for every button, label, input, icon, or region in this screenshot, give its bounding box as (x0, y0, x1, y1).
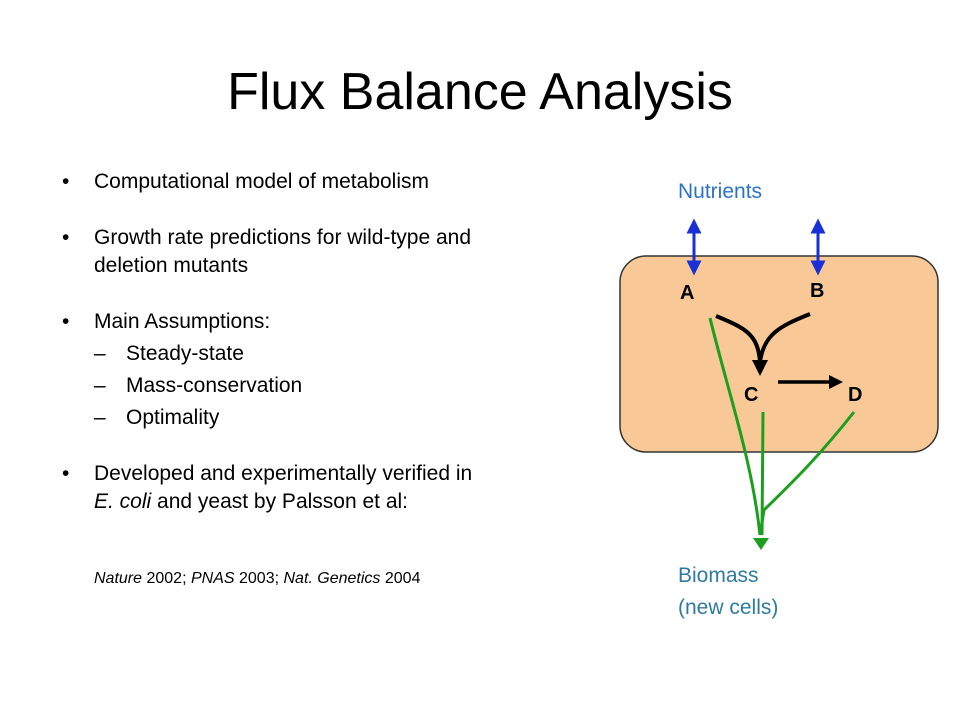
bullet-text: Developed and experimentally verified in (94, 462, 473, 485)
node-d: D (848, 384, 863, 406)
organism-italic: E. coli (94, 490, 152, 513)
cell-body (619, 255, 939, 453)
sub-item-text: Mass-conservation (126, 374, 303, 397)
biomass-label-line2: (new cells) (678, 596, 779, 619)
node-c: C (744, 384, 759, 406)
sub-item: – Steady-state (60, 340, 580, 368)
bullet-text: Computational model of metabolism (94, 170, 429, 193)
bullet-text: Main Assumptions: (94, 310, 271, 333)
journal-nature: Nature (94, 570, 143, 587)
reference-line: Nature 2002; PNAS 2003; Nat. Genetics 20… (94, 568, 420, 590)
reaction-b-branch (758, 312, 811, 363)
bullet-item: • Growth rate predictions for wild-type … (60, 224, 580, 280)
bullet-dot: • (62, 226, 70, 249)
bullet-dot: • (62, 170, 70, 193)
reaction-ab-to-c (715, 314, 762, 363)
nutrients-label: Nutrients (678, 180, 763, 203)
biomass-line-a (708, 317, 762, 536)
sub-item: – Mass-conservation (60, 372, 580, 400)
year-2002: 2002; (142, 570, 191, 587)
dash-glyph: – (94, 374, 106, 397)
year-2004: 2004 (380, 570, 421, 587)
bullet-text: Growth rate predictions for wild-type an… (94, 226, 472, 249)
biomass-label: Biomass (new cells) (678, 560, 778, 624)
sub-item-text: Steady-state (126, 342, 244, 365)
bullet-item: • Main Assumptions: (60, 308, 580, 336)
sub-item: – Optimality (60, 404, 580, 432)
biomass-arrowhead (753, 538, 769, 550)
bullet-dot: • (62, 462, 70, 485)
dash-glyph: – (94, 342, 106, 365)
node-a: A (680, 282, 695, 304)
bullet-item: • Developed and experimentally verified … (60, 460, 580, 516)
year-2003: 2003; (234, 570, 284, 587)
dash-glyph: – (94, 406, 106, 429)
biomass-label-line1: Biomass (678, 564, 759, 587)
bullet-item: • Computational model of metabolism (60, 168, 580, 196)
metabolism-diagram (619, 218, 939, 550)
journal-nat-genetics: Nat. Genetics (283, 570, 381, 587)
bullet-text-line2: E. coli and yeast by Palsson et al: (94, 488, 580, 516)
journal-pnas: PNAS (190, 570, 235, 587)
bullet-text: and yeast by Palsson et al: (151, 490, 409, 513)
bullet-dot: • (62, 310, 70, 333)
sub-item-text: Optimality (126, 406, 220, 429)
node-b: B (810, 280, 825, 302)
slide-title: Flux Balance Analysis (227, 63, 733, 121)
bullet-text: deletion mutants (94, 254, 249, 277)
bullet-list: • Computational model of metabolism • Gr… (60, 168, 580, 516)
biomass-line-d (758, 411, 856, 536)
